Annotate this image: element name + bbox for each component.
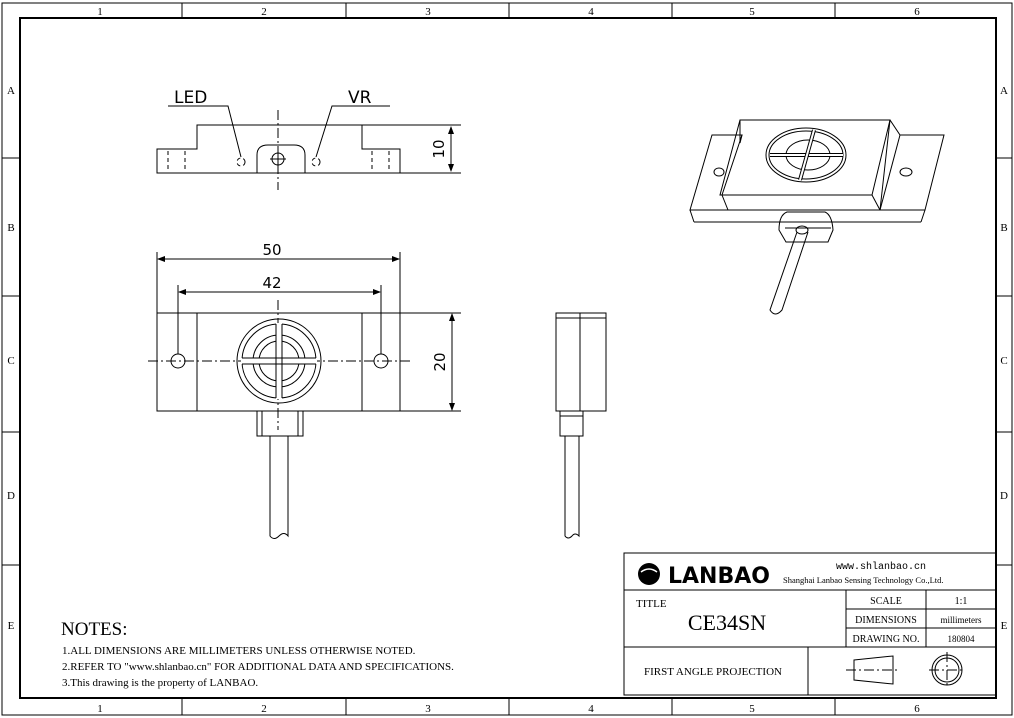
company-name: Shanghai Lanbao Sensing Technology Co.,L… — [783, 575, 944, 585]
drawing-title: CE34SN — [688, 610, 766, 635]
row-label-right: B — [1000, 222, 1007, 234]
scale-label: SCALE — [870, 596, 902, 607]
note-item: 1.ALL DIMENSIONS ARE MILLIMETERS UNLESS … — [62, 645, 416, 657]
col-label-bottom: 1 — [97, 703, 103, 715]
col-label-top: 4 — [588, 6, 594, 18]
row-label-left: E — [8, 620, 15, 632]
col-label-top: 3 — [425, 6, 431, 18]
led-callout: LED — [174, 88, 207, 108]
dim-height-10: 10 — [430, 139, 448, 158]
col-label-top: 1 — [97, 6, 103, 18]
title-block: LANBAO www.shlanbao.cn Shanghai Lanbao S… — [623, 552, 997, 696]
row-label-left: D — [7, 490, 15, 502]
row-label-right: A — [1000, 85, 1008, 97]
projection-label: FIRST ANGLE PROJECTION — [644, 666, 782, 678]
row-label-right: E — [1001, 620, 1008, 632]
col-label-top: 6 — [914, 6, 920, 18]
col-label-top: 2 — [261, 6, 267, 18]
scale-value: 1:1 — [955, 596, 968, 607]
dimensions-label: DIMENSIONS — [855, 615, 917, 626]
col-label-top: 5 — [749, 6, 755, 18]
note-item: 2.REFER TO "www.shlanbao.cn" FOR ADDITIO… — [62, 661, 454, 673]
brand-logo: LANBAO — [668, 564, 770, 589]
dimensions-value: millimeters — [941, 615, 982, 625]
led-indicator — [236, 157, 246, 167]
top-view: LED VR 10 — [156, 88, 461, 190]
note-item: 3.This drawing is the property of LANBAO… — [62, 677, 258, 689]
col-label-bottom: 5 — [749, 703, 755, 715]
lanbao-logo-icon — [638, 563, 660, 585]
col-label-bottom: 2 — [261, 703, 267, 715]
col-label-bottom: 4 — [588, 703, 594, 715]
col-label-bottom: 6 — [914, 703, 920, 715]
first-angle-projection-icon — [846, 652, 965, 688]
title-label: TITLE — [636, 598, 667, 610]
front-view: 50 42 20 — [148, 241, 461, 539]
dim-width-50: 50 — [262, 241, 281, 259]
drawing-no-value: 180804 — [948, 634, 976, 644]
sensor-face — [236, 318, 322, 404]
row-label-right: C — [1000, 355, 1007, 367]
row-label-left: C — [7, 355, 14, 367]
row-label-left: B — [7, 222, 14, 234]
isometric-view — [689, 119, 945, 315]
row-label-right: D — [1000, 490, 1008, 502]
vr-adjuster — [311, 157, 321, 167]
drawing-no-label: DRAWING NO. — [853, 634, 920, 645]
row-label-left: A — [7, 85, 15, 97]
dim-height-20: 20 — [431, 352, 449, 371]
notes-heading: NOTES: — [61, 619, 128, 640]
dim-hole-spacing-42: 42 — [262, 274, 281, 292]
website: www.shlanbao.cn — [836, 561, 926, 573]
vr-callout: VR — [348, 88, 372, 108]
notes: NOTES: 1.ALL DIMENSIONS ARE MILLIMETERS … — [61, 619, 454, 689]
col-label-bottom: 3 — [425, 703, 431, 715]
side-view — [555, 312, 607, 539]
